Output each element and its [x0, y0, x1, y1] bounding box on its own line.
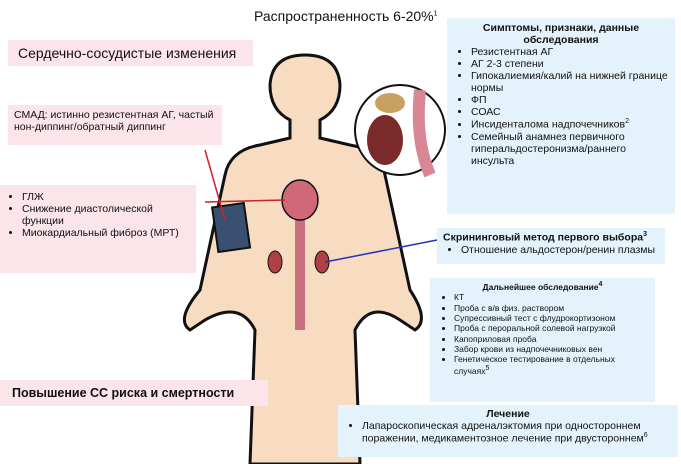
list-item: Гипокалиемия/калий на нижней границе нор…	[471, 70, 669, 94]
list-item: Снижение диастолической функции	[22, 203, 192, 227]
symptoms-box: Симптомы, признаки, данные обследования …	[447, 18, 675, 214]
screening-box: Скрининговый метод первого выбора3 Отнош…	[437, 228, 665, 264]
heart-icon	[281, 179, 319, 221]
list-item: Отношение альдостерон/ренин плазмы	[461, 244, 659, 256]
cardio-header: Сердечно-сосудистые изменения	[8, 40, 253, 66]
list-item: Инсиденталома надпочечников2	[471, 118, 669, 131]
list-item: Миокардиальный фиброз (МРТ)	[22, 227, 192, 239]
list-item: Проба с пероральной солевой нагрузкой	[454, 323, 649, 333]
prevalence-title: Распространенность 6-20%1	[254, 8, 438, 24]
heart-changes-box: ГЛЖСнижение диастолической функцииМиокар…	[0, 185, 196, 273]
list-item: Капоприловая проба	[454, 334, 649, 344]
list-item: ФП	[471, 94, 669, 106]
list-item: ГЛЖ	[22, 191, 192, 203]
screening-header: Скрининговый метод первого выбора3	[443, 231, 647, 244]
treatment-box: Лечение Лапароскопическая адреналэктомия…	[338, 405, 678, 457]
further-header: Дальнейшее обследование4	[482, 281, 603, 292]
list-item: СОАС	[471, 106, 669, 118]
arrow-smad	[204, 149, 226, 221]
list-item: АГ 2-3 степени	[471, 58, 669, 70]
list-item: Генетическое тестирование в отдельных сл…	[454, 354, 649, 376]
symptoms-header: Симптомы, признаки, данные обследования	[482, 22, 640, 46]
risk-box: Повышение СС риска и смертности	[0, 380, 268, 406]
bp-cuff	[210, 201, 252, 254]
list-item: Лапароскопическая адреналэктомия при одн…	[362, 420, 672, 445]
arrow-screening	[324, 239, 438, 263]
list-item: Резистентная АГ	[471, 46, 669, 58]
smad-box: СМАД: истинно резистентная АГ, частый но…	[8, 105, 222, 145]
list-item: Семейный анамнез первичного гиперальдост…	[471, 131, 669, 167]
left-kidney-icon	[267, 250, 283, 274]
right-kidney-icon	[314, 250, 330, 274]
further-exam-box: Дальнейшее обследование4 КТ Проба с в/в …	[430, 278, 655, 402]
arrow-heart	[204, 199, 286, 203]
list-item: Супрессивный тест с флудрокортизоном	[454, 313, 649, 323]
list-item: КТ	[454, 292, 649, 302]
list-item: Проба с в/в физ. раствором	[454, 303, 649, 313]
list-item: Забор крови из надпочечниковых вен	[454, 344, 649, 354]
treatment-header: Лечение	[486, 408, 530, 420]
